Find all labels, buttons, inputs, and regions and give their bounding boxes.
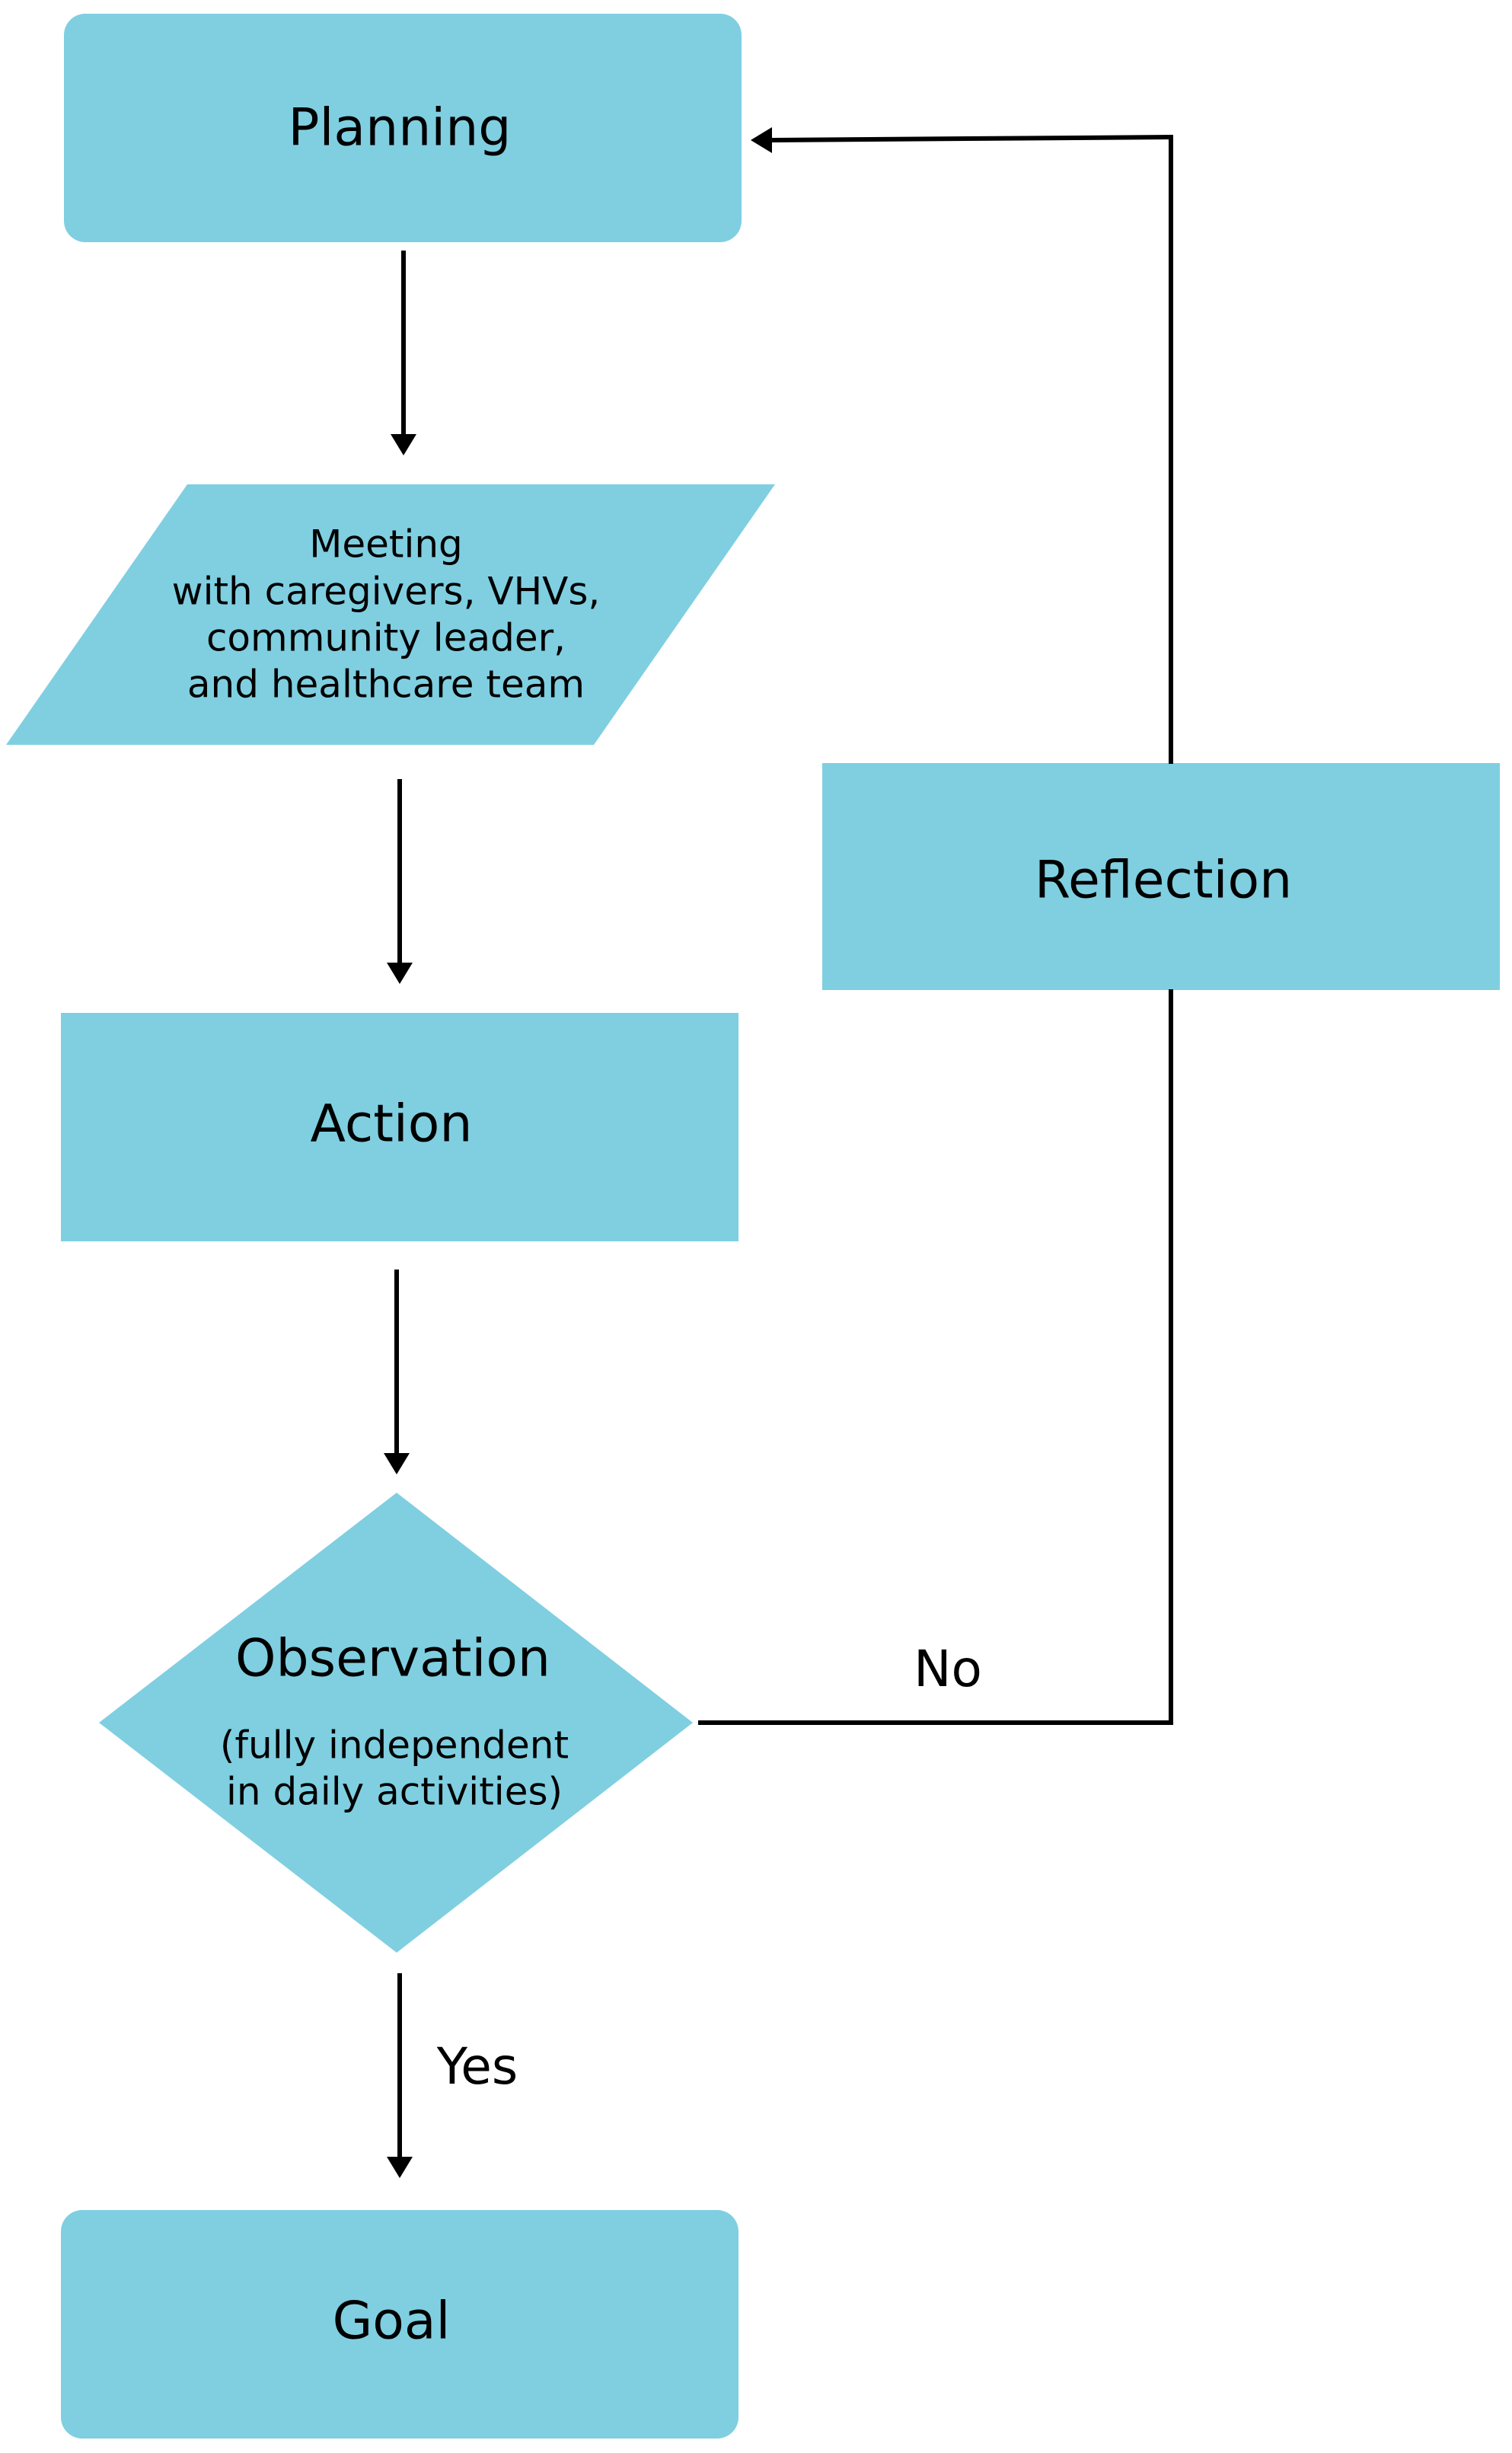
arrow-observation-to-goal bbox=[387, 1973, 413, 2178]
planning-node: Planning bbox=[64, 14, 742, 242]
connector-observation-to-reflection bbox=[698, 989, 1173, 1725]
arrow-planning-to-meeting bbox=[391, 251, 416, 455]
meeting-label-line-3: community leader, bbox=[206, 616, 566, 660]
goal-node: Goal bbox=[61, 2210, 738, 2439]
meeting-label-line-2: with caregivers, VHVs, bbox=[172, 570, 601, 614]
planning-label: Planning bbox=[289, 98, 512, 158]
action-node: Action bbox=[61, 1013, 738, 1241]
reflection-label: Reflection bbox=[1035, 851, 1292, 911]
observation-label: Observation bbox=[235, 1629, 550, 1689]
observation-sublabel-line-1: (fully independent bbox=[220, 1723, 569, 1768]
edge-label-no: No bbox=[914, 1640, 982, 1698]
reflection-node: Reflection bbox=[822, 763, 1500, 990]
arrow-action-to-observation bbox=[384, 1270, 410, 1474]
action-label: Action bbox=[311, 1094, 473, 1155]
arrow-reflection-to-planning bbox=[751, 127, 1174, 764]
observation-node: Observation (fully independent in daily … bbox=[99, 1493, 693, 1953]
meeting-node: Meeting with caregivers, VHVs, community… bbox=[6, 484, 775, 745]
meeting-label-line-4: and healthcare team bbox=[187, 663, 585, 707]
goal-label: Goal bbox=[333, 2292, 451, 2352]
edge-label-yes: Yes bbox=[436, 2037, 518, 2096]
meeting-label-line-1: Meeting bbox=[309, 522, 463, 567]
observation-sublabel-line-2: in daily activities) bbox=[226, 1770, 563, 1814]
arrow-meeting-to-action bbox=[387, 779, 413, 984]
